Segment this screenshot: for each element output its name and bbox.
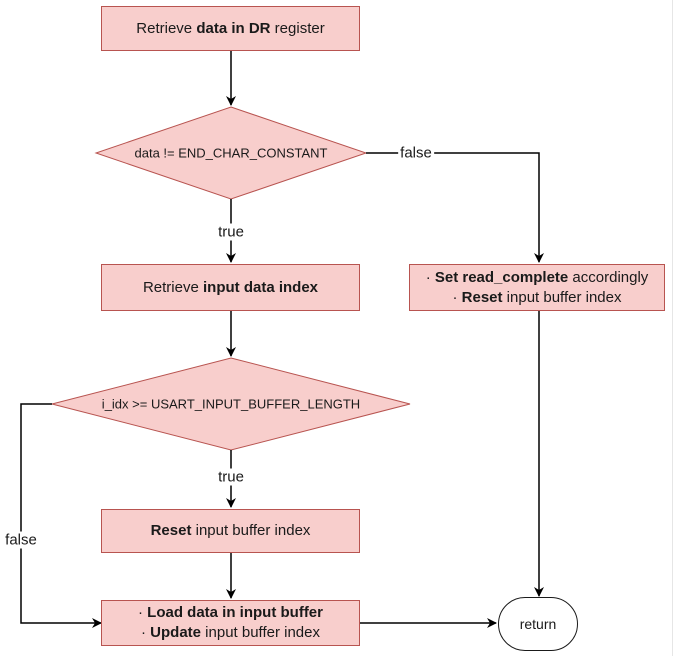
reset-buffer-line: · Reset input buffer index — [452, 288, 621, 308]
load-line-bullet: · — [138, 604, 148, 621]
update-line-bullet: · — [141, 624, 151, 641]
decision-idx-label: i_idx >= USART_INPUT_BUFFER_LENGTH — [101, 396, 361, 412]
reset-index-box: Reset input buffer index — [101, 509, 360, 553]
set-read-complete-box: · Set read_complete accordingly · Reset … — [409, 264, 665, 311]
update-line: · Update input buffer index — [141, 623, 320, 643]
update-line-bold: Update — [150, 624, 202, 641]
reset-index-bold: Reset — [150, 522, 192, 539]
load-update-box: · Load data in input buffer · Update inp… — [101, 600, 360, 646]
reset-index-label: Reset input buffer index — [151, 521, 311, 541]
reset-line-post: input buffer index — [502, 288, 622, 306]
load-line: · Load data in input buffer — [138, 603, 323, 623]
reset-line-bold: Reset — [461, 288, 503, 306]
return-label: return — [519, 616, 557, 632]
retrieve-index-box: Retrieve input data index — [101, 264, 360, 311]
edge-idx-false-to-load — [20, 403, 102, 628]
edge-label-idx-true: true — [216, 468, 246, 486]
reset-line-bullet: · — [452, 288, 462, 306]
update-line-post: input buffer index — [201, 624, 320, 641]
retrieve-dr-bold: data in DR — [196, 19, 271, 37]
canvas-edge-rule — [672, 0, 673, 656]
load-line-bold: Load data in input buffer — [147, 604, 323, 621]
edge-label-end-char-true: true — [216, 223, 246, 241]
edge-label-idx-false: false — [3, 531, 39, 549]
reset-index-post: input buffer index — [191, 522, 311, 539]
return-terminal: return — [498, 597, 578, 651]
edge-decision-false-to-set — [366, 152, 544, 263]
retrieve-dr-label: Retrieve data in DR register — [136, 19, 324, 39]
set-line-bold: Set read_complete — [434, 268, 569, 286]
retrieve-index-pre: Retrieve — [142, 278, 203, 296]
retrieve-dr-post: register — [270, 19, 325, 37]
retrieve-dr-pre: Retrieve — [136, 19, 197, 37]
set-read-complete-line: · Set read_complete accordingly — [426, 268, 649, 288]
retrieve-index-bold: input data index — [203, 278, 319, 296]
set-line-bullet: · — [425, 268, 435, 286]
retrieve-index-label: Retrieve input data index — [143, 278, 318, 298]
retrieve-dr-box: Retrieve data in DR register — [101, 6, 360, 51]
set-line-post: accordingly — [568, 268, 649, 286]
decision-end-char-label: data != END_CHAR_CONSTANT — [134, 145, 328, 161]
edge-label-end-char-false: false — [398, 144, 434, 162]
